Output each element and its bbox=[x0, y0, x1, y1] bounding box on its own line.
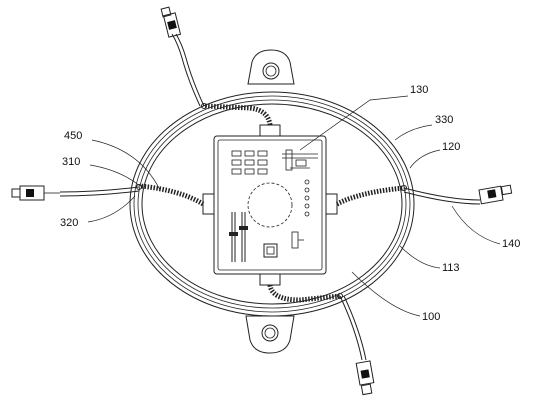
slider-controls bbox=[229, 212, 248, 262]
box-glands bbox=[202, 124, 338, 286]
corrugated-hose-top bbox=[204, 103, 273, 126]
indicator-leds bbox=[304, 179, 310, 217]
cable-right bbox=[403, 184, 513, 205]
corrugated-hose-right bbox=[335, 185, 405, 207]
leader-lines bbox=[87, 95, 501, 317]
corrugated-hose-left bbox=[139, 183, 205, 207]
label-120: 120 bbox=[442, 141, 460, 153]
internal-circular-component bbox=[247, 182, 293, 228]
label-330: 330 bbox=[435, 114, 453, 126]
cable-bottom bbox=[339, 295, 375, 396]
control-box bbox=[213, 135, 327, 275]
oval-frame bbox=[129, 91, 415, 317]
plug-symbol bbox=[291, 231, 304, 249]
label-140: 140 bbox=[502, 238, 520, 250]
label-100: 100 bbox=[422, 311, 440, 323]
square-port bbox=[263, 243, 278, 258]
label-130: 130 bbox=[410, 84, 428, 96]
label-113: 113 bbox=[442, 262, 460, 274]
keypad-buttons bbox=[231, 150, 268, 175]
cable-top bbox=[160, 6, 205, 107]
toggle-switch bbox=[282, 149, 318, 171]
label-310: 310 bbox=[62, 156, 80, 168]
label-450: 450 bbox=[64, 130, 82, 142]
corrugated-hose-bottom bbox=[267, 284, 341, 303]
label-320: 320 bbox=[60, 217, 78, 229]
bottom-mounting-tab bbox=[245, 315, 295, 354]
top-mounting-tab bbox=[247, 49, 295, 85]
cable-left bbox=[11, 185, 140, 201]
